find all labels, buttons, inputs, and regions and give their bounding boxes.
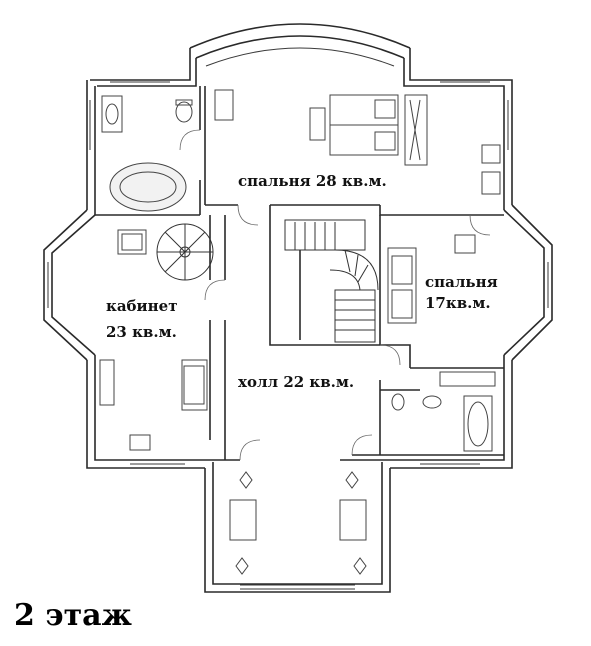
main-staircase [284,219,379,343]
bedroom-large-furniture [214,89,501,195]
floor-title: 2 этаж [14,598,132,633]
spiral-staircase [156,223,214,281]
bathroom-right-fixtures [391,393,493,452]
room-label-hall: холл 22 кв.м. [236,372,357,392]
windows [47,81,549,590]
bathroom-fixtures [101,95,193,212]
outer-walls [43,23,553,593]
bottom-room-furniture [229,471,367,575]
room-label-bedroom-small-name: спальня [423,272,500,292]
study-furniture [99,229,208,451]
room-label-bedroom-large: спальня 28 кв.м. [236,171,389,191]
room-label-study-area: 23 кв.м. [104,322,179,342]
room-label-study-name: кабинет [104,296,180,316]
bedroom-small-furniture [387,234,496,387]
door-swings [179,129,491,461]
interior-walls [95,86,504,461]
room-label-bedroom-small-area: 17кв.м. [423,293,493,313]
